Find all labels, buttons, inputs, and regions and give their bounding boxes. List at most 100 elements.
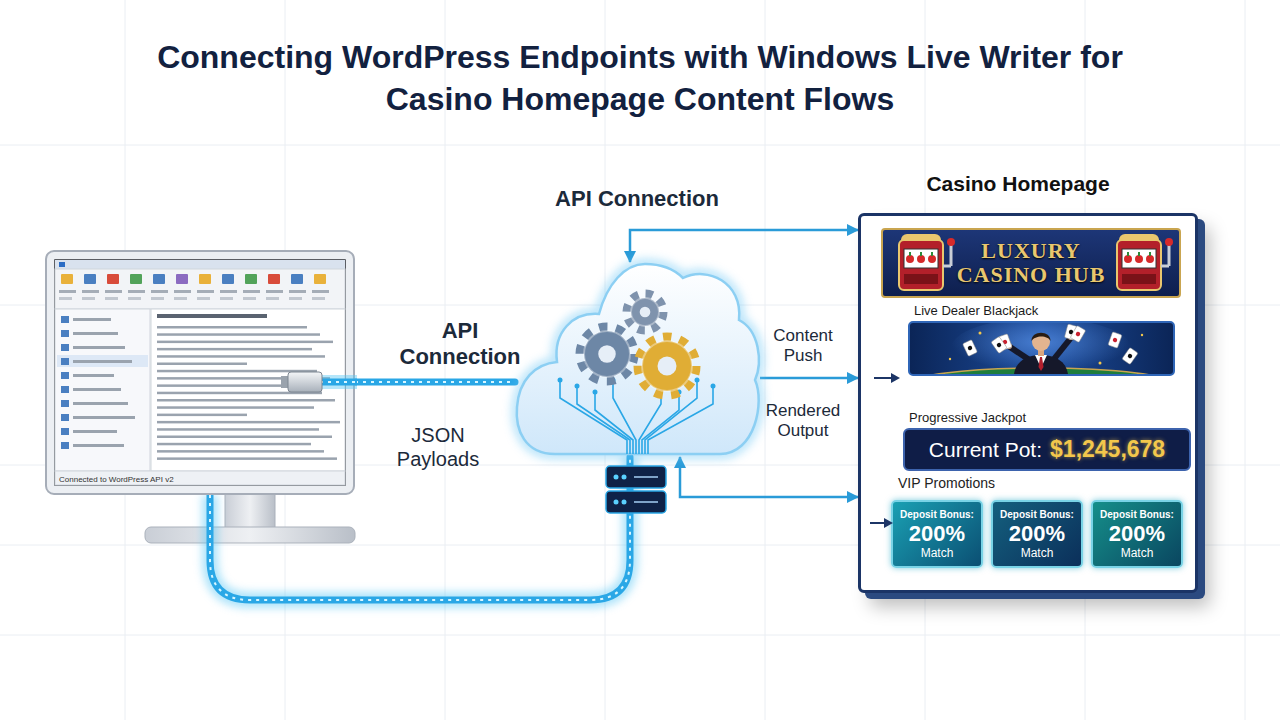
cloud-shape — [638, 337, 696, 395]
cloud-shape — [658, 357, 677, 376]
dealer-illustration — [967, 345, 973, 351]
dealer-illustration — [1014, 355, 1068, 374]
monitor-illustration — [82, 290, 99, 293]
dealer-illustration — [991, 336, 1007, 353]
monitor-illustration — [176, 274, 188, 284]
server-icon — [614, 500, 619, 505]
monitor-illustration — [157, 421, 340, 424]
monitor-illustration — [220, 297, 233, 300]
monitor-illustration — [312, 290, 329, 293]
monitor-illustration — [45, 250, 355, 495]
monitor-illustration — [157, 443, 311, 446]
monitor-illustration — [73, 360, 132, 363]
cloud-shape — [711, 384, 716, 389]
cloud-shape — [613, 380, 636, 454]
grid-lines — [1245, 0, 1246, 720]
pot-amount: $1,245,678 — [1050, 436, 1165, 463]
monitor-illustration — [157, 457, 337, 460]
monitor-illustration — [157, 399, 335, 402]
monitor-illustration — [157, 384, 309, 387]
section-heading: Live Dealer Blackjack — [914, 303, 1038, 318]
monitor-illustration — [55, 471, 345, 485]
monitor-illustration — [55, 260, 345, 269]
monitor-illustration — [243, 297, 256, 300]
dealer-illustration — [1070, 325, 1086, 342]
bonus-percent: 200% — [909, 521, 965, 546]
dealer-illustration — [1010, 347, 1028, 359]
cloud-shape — [517, 264, 759, 454]
monitor-illustration — [153, 274, 165, 284]
monitor-illustration — [157, 363, 247, 366]
dealer-illustration — [1075, 331, 1081, 337]
bonus-caption: Deposit Bonus: — [1000, 509, 1074, 521]
server-icon — [622, 475, 627, 480]
dealer-illustration — [979, 332, 982, 335]
slot-machine-icons — [1117, 240, 1161, 290]
monitor-illustration — [245, 274, 257, 284]
dealer-illustration — [1112, 337, 1118, 343]
status-bar-text: Connected to WordPress API v2 — [59, 475, 174, 484]
flow-arrow — [680, 457, 858, 497]
server-icon — [634, 476, 658, 478]
data-cable — [355, 379, 515, 386]
flow-arrow — [760, 377, 858, 380]
cloud-shape — [577, 386, 630, 454]
cloud-shape — [627, 294, 663, 330]
banner-text: LUXURY CASINO HUB — [951, 239, 1111, 287]
monitor-illustration — [73, 388, 121, 391]
slot-machine-icons — [1122, 249, 1156, 268]
monitor-illustration — [157, 348, 312, 351]
section-heading: Progressive Jackpot — [909, 410, 1026, 425]
monitor-illustration — [73, 444, 124, 447]
promo-card: Deposit Bonus:200%Match — [891, 500, 983, 568]
monitor-illustration — [61, 442, 69, 449]
monitor-illustration — [157, 370, 317, 373]
dealer-illustration — [1099, 362, 1102, 365]
monitor-illustration — [157, 333, 320, 336]
cloud-shape — [695, 378, 700, 383]
cloud-shape — [580, 327, 634, 381]
cloud-shape — [560, 380, 627, 454]
promo-card: Deposit Bonus:200%Match — [991, 500, 1083, 568]
monitor-illustration — [46, 251, 354, 494]
slot-machine-icons — [931, 252, 933, 256]
slot-machine-icons — [1127, 252, 1129, 256]
dealer-illustration — [963, 340, 978, 357]
monitor-illustration — [55, 309, 150, 471]
monitor-illustration — [157, 392, 322, 395]
cable-highlight — [355, 381, 515, 383]
monitor-illustration — [157, 428, 319, 431]
cloud-shape — [642, 341, 692, 391]
bonus-caption: Match — [1121, 546, 1154, 560]
monitor-illustration — [157, 406, 314, 409]
monitor-illustration — [266, 297, 279, 300]
dealer-illustration — [996, 342, 1002, 348]
grid-lines — [0, 635, 1280, 636]
monitor-illustration — [266, 290, 283, 293]
monitor-illustration — [197, 290, 214, 293]
dealer-illustration — [910, 323, 1173, 374]
casino-banner: LUXURY CASINO HUB — [881, 228, 1181, 298]
bonus-percent: 200% — [1009, 521, 1065, 546]
dealer-illustration — [963, 340, 978, 357]
flow-arrow — [760, 378, 858, 379]
slot-machine-icons — [1149, 252, 1151, 256]
cloud-shape — [515, 262, 760, 457]
monitor-illustration — [289, 290, 306, 293]
monitor-illustration — [268, 274, 280, 284]
monitor-illustration — [57, 355, 148, 367]
server-icon — [614, 475, 619, 480]
slot-machine-icons — [906, 255, 914, 263]
monitor-illustration — [105, 297, 118, 300]
monitor-illustration — [59, 290, 76, 293]
slot-machine-icons — [1165, 238, 1173, 246]
cloud-shape — [593, 390, 598, 395]
monitor-illustration — [157, 414, 247, 417]
monitor-illustration — [128, 290, 145, 293]
slot-machine-icons — [1138, 252, 1140, 256]
section-heading: VIP Promotions — [898, 475, 1098, 491]
slot-machine-icons — [950, 244, 953, 266]
slot-machine-icons — [1124, 255, 1132, 263]
server-icon — [622, 500, 627, 505]
monitor-illustration — [174, 297, 187, 300]
